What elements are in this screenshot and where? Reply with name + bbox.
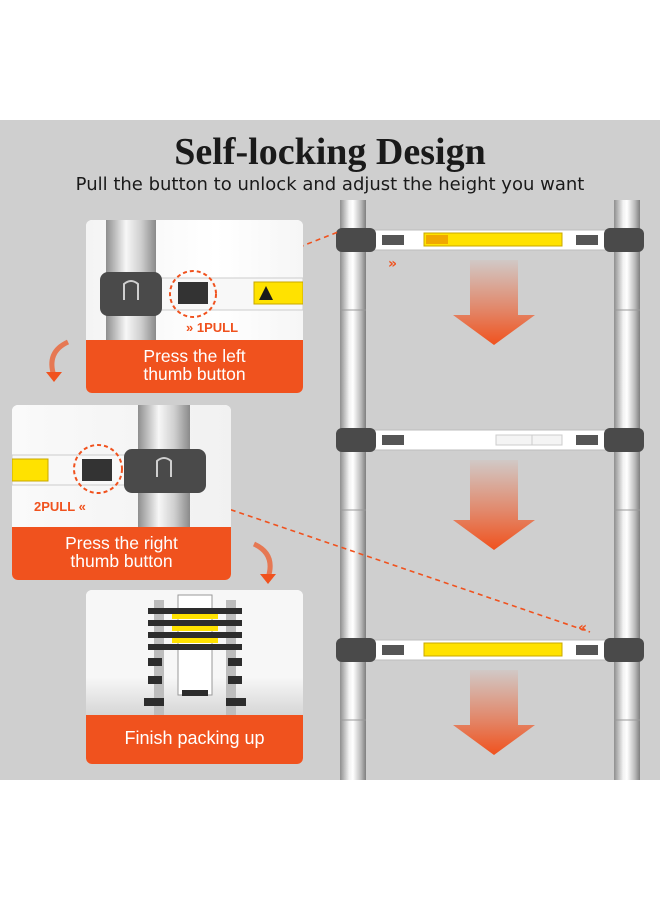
right-pole [614,200,640,780]
rung-top [336,228,644,252]
down-arrow-icon [453,260,535,345]
page-title: Self-locking Design [174,131,486,173]
step-2-caption: Press the right thumb button [12,527,231,580]
down-arrow-icon [453,670,535,755]
rung-bottom [336,638,644,662]
step-card-2: 2PULL « Press the right thumb button [12,405,231,580]
ladder-illustration: » « [336,200,644,780]
step-2-photo [12,405,231,527]
svg-text:»: » [388,256,397,272]
step-card-3: Finish packing up [86,590,303,764]
step-3-photo [86,590,303,715]
folded-ladder-image [144,594,246,715]
rung-middle [336,428,644,452]
svg-text:«: « [578,620,587,636]
pull-label-2: 2PULL « [34,499,86,514]
chevron-left-icon: « [78,499,86,514]
step-1-photo [86,220,303,340]
product-panel: Self-locking Design Pull the button to u… [0,120,660,780]
left-pole [340,200,366,780]
curved-arrow-icon [252,541,276,584]
step-card-1: » 1PULL Press the left thumb button [86,220,303,393]
chevron-right-icon: » [186,320,194,335]
step-3-caption: Finish packing up [86,715,303,764]
page-subtitle: Pull the button to unlock and adjust the… [75,174,585,195]
down-arrow-icon [453,460,535,550]
curved-arrow-icon [46,339,70,382]
step-1-caption: Press the left thumb button [86,340,303,393]
pull-label-1: » 1PULL [186,320,239,335]
